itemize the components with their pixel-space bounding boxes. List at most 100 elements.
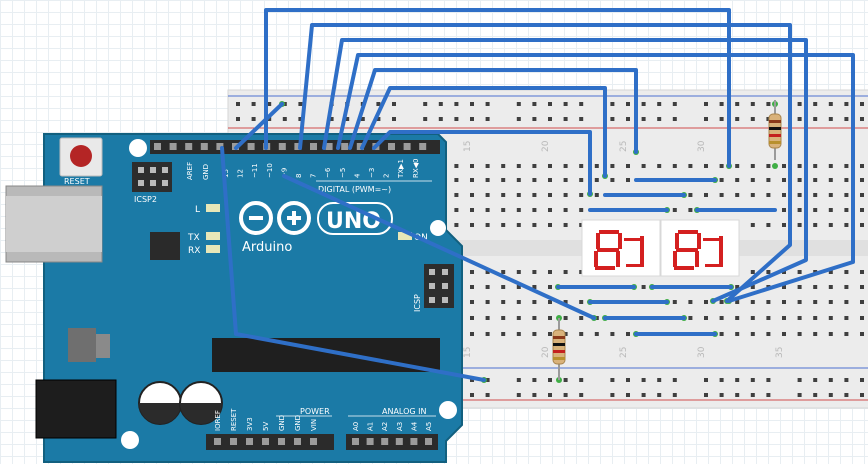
- breadboard-hole: [735, 285, 740, 289]
- breadboard-hole: [548, 102, 552, 106]
- breadboard-hole: [532, 270, 537, 274]
- power-pin-label: IOREF: [214, 410, 222, 431]
- breadboard-hole: [501, 208, 506, 212]
- breadboard-hole: [782, 300, 786, 304]
- breadboard-hole: [766, 378, 771, 382]
- breadboard-hole: [844, 378, 849, 382]
- breadboard-hole: [688, 164, 693, 168]
- breadboard-hole: [750, 393, 755, 397]
- breadboard-hole: [532, 208, 537, 212]
- breadboard-hole: [719, 102, 724, 106]
- header-pin: [310, 438, 317, 445]
- breadboard-hole: [797, 223, 802, 227]
- breadboard-hole: [532, 178, 537, 182]
- breadboard-hole: [594, 178, 599, 182]
- breadboard-hole: [735, 393, 740, 397]
- breadboard-hole: [641, 164, 646, 168]
- breadboard-hole: [735, 332, 740, 336]
- header-pin: [425, 438, 432, 445]
- breadboard-hole: [516, 378, 521, 382]
- usb-chip: [150, 232, 180, 260]
- breadboard-hole: [766, 332, 771, 336]
- led-rx: [206, 245, 220, 253]
- wire: [322, 38, 808, 303]
- breadboard-hole: [548, 178, 552, 182]
- breadboard-hole: [501, 332, 506, 336]
- breadboard-hole: [470, 193, 474, 197]
- breadboard-hole: [579, 117, 584, 121]
- breadboard-hole: [532, 193, 537, 197]
- breadboard-hole: [641, 393, 646, 397]
- breadboard-hole: [594, 164, 599, 168]
- digital-pin-label: ~5: [339, 168, 347, 178]
- header-pin: [214, 438, 221, 445]
- breadboard-hole: [548, 164, 552, 168]
- breadboard-hole: [844, 332, 849, 336]
- digital-pin-label: TX▶1: [397, 159, 405, 179]
- breadboard-hole: [470, 223, 474, 227]
- breadboard-hole: [735, 300, 740, 304]
- breadboard-hole: [860, 393, 864, 397]
- bb-top-number: 25: [619, 141, 629, 152]
- breadboard-hole: [563, 393, 568, 397]
- digital-pin-label: ~9: [280, 168, 288, 178]
- breadboard-hole: [844, 117, 849, 121]
- analog-header: [346, 434, 438, 450]
- breadboard-hole: [750, 117, 755, 121]
- header-pin: [381, 438, 389, 445]
- breadboard-hole: [501, 270, 506, 274]
- breadboard-hole: [750, 300, 755, 304]
- breadboard-hole: [470, 393, 474, 397]
- reset-button-cap[interactable]: [70, 145, 92, 167]
- breadboard-hole: [750, 378, 755, 382]
- breadboard-hole: [688, 300, 693, 304]
- breadboard-hole: [797, 378, 802, 382]
- breadboard-hole: [719, 117, 724, 121]
- arduino-logo: [239, 201, 311, 235]
- breadboard-hole: [610, 178, 615, 182]
- breadboard-hole: [298, 117, 303, 121]
- breadboard-hole: [626, 102, 630, 106]
- breadboard-hole: [828, 332, 833, 336]
- breadboard-hole: [813, 223, 818, 227]
- breadboard-hole: [766, 316, 771, 320]
- header-pin: [356, 143, 364, 150]
- breadboard-hole: [782, 178, 786, 182]
- breadboard-hole: [860, 102, 864, 106]
- breadboard-hole: [813, 378, 818, 382]
- breadboard-hole: [813, 316, 818, 320]
- breadboard-hole: [485, 117, 490, 121]
- breadboard-hole: [454, 102, 459, 106]
- breadboard-hole: [470, 208, 474, 212]
- breadboard-hole: [813, 285, 818, 289]
- breadboard-hole: [610, 332, 615, 336]
- wire: [360, 86, 607, 178]
- breadboard-hole: [735, 178, 740, 182]
- breadboard-hole: [454, 164, 459, 168]
- breadboard-hole: [672, 102, 677, 106]
- breadboard-hole: [470, 117, 474, 121]
- header-pin: [169, 143, 177, 150]
- breadboard-hole: [516, 193, 521, 197]
- breadboard-hole: [470, 378, 474, 382]
- breadboard-hole: [579, 208, 584, 212]
- breadboard-hole: [813, 102, 818, 106]
- breadboard-hole: [501, 164, 506, 168]
- breadboard-hole: [657, 378, 662, 382]
- breadboard-hole: [501, 193, 506, 197]
- led-tx-label: TX: [187, 233, 200, 243]
- breadboard-hole: [470, 285, 474, 289]
- power-pin-label: GND: [278, 415, 286, 431]
- breadboard-hole: [797, 102, 802, 106]
- header-pin: [352, 438, 359, 445]
- breadboard-hole: [797, 300, 802, 304]
- breadboard-hole: [516, 208, 521, 212]
- breadboard-hole: [844, 270, 849, 274]
- breadboard-hole: [750, 332, 755, 336]
- breadboard-hole: [750, 285, 755, 289]
- led-rx-label: RX: [188, 246, 200, 256]
- digital-pin-label: 13: [222, 169, 230, 178]
- header-pin: [230, 438, 237, 445]
- breadboard-hole: [563, 332, 568, 336]
